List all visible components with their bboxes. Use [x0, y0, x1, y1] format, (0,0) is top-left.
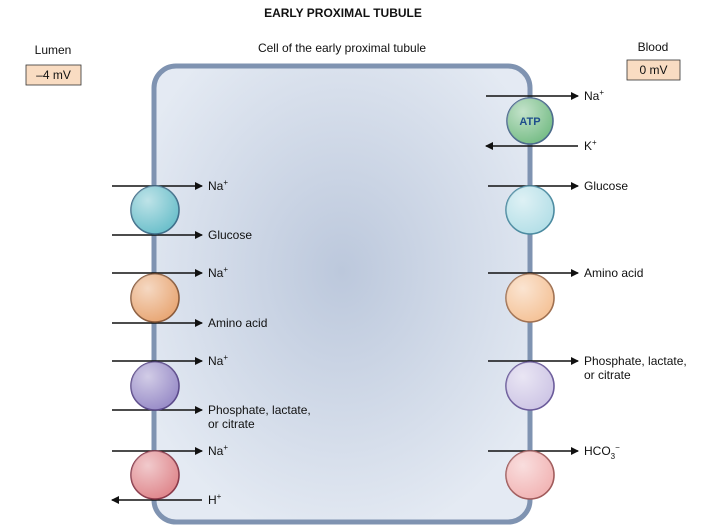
luminal-transporter-na-h-exchanger: Na+ H+ — [111, 443, 228, 507]
basolateral-label: Phosphate, lactate, or citrate — [584, 354, 690, 382]
atp-label: ATP — [519, 116, 540, 128]
atp-pump-shine — [507, 98, 553, 144]
basolateral-label: Glucose — [584, 179, 628, 193]
luminal-substrate-label: Phosphate, lactate, or citrate — [208, 403, 314, 431]
luminal-transporter-glucose: Na+ Glucose — [112, 178, 252, 242]
luminal-na-label: Na+ — [208, 443, 228, 458]
transporter-shine — [131, 274, 179, 322]
luminal-substrate-label: Glucose — [208, 228, 252, 242]
transporter-shine — [131, 451, 179, 499]
basolateral-transporter-amino-acid: Amino acid — [488, 266, 643, 323]
diagram-title: EARLY PROXIMAL TUBULE — [264, 6, 422, 20]
cell-label: Cell of the early proximal tubule — [258, 41, 426, 55]
lumen-label: Lumen — [35, 43, 72, 57]
atp-k-label: K+ — [584, 138, 597, 153]
transporter-shine — [506, 186, 554, 234]
luminal-na-label: Na+ — [208, 265, 228, 280]
basolateral-transporter-glucose: Glucose — [488, 179, 628, 235]
na-k-atpase-pump: ATP Na+ K+ — [485, 88, 604, 153]
bicarbonate-label: HCO3− — [584, 443, 620, 461]
basolateral-transporter-phosphate: Phosphate, lactate, or citrate — [488, 354, 690, 411]
basolateral-label: Amino acid — [584, 266, 643, 280]
luminal-h-label: H+ — [208, 492, 222, 507]
basolateral-transporter-bicarbonate: HCO3− — [488, 443, 620, 500]
lumen-potential: –4 mV — [36, 68, 71, 82]
blood-potential: 0 mV — [639, 63, 667, 77]
luminal-na-label: Na+ — [208, 178, 228, 193]
atp-na-label: Na+ — [584, 88, 604, 103]
luminal-transporter-phosphate: Na+ Phosphate, lactate, or citrate — [112, 353, 314, 431]
lumen-potential-box — [25, 64, 82, 86]
transporter-shine — [506, 451, 554, 499]
transporter-shine — [131, 362, 179, 410]
luminal-na-label: Na+ — [208, 353, 228, 368]
luminal-substrate-label: Amino acid — [208, 316, 267, 330]
transporter-shine — [131, 186, 179, 234]
transporter-shine — [506, 274, 554, 322]
transporter-shine — [506, 362, 554, 410]
luminal-transporter-amino-acid: Na+ Amino acid — [112, 265, 267, 330]
blood-label: Blood — [638, 40, 669, 54]
blood-potential-box — [626, 59, 681, 81]
